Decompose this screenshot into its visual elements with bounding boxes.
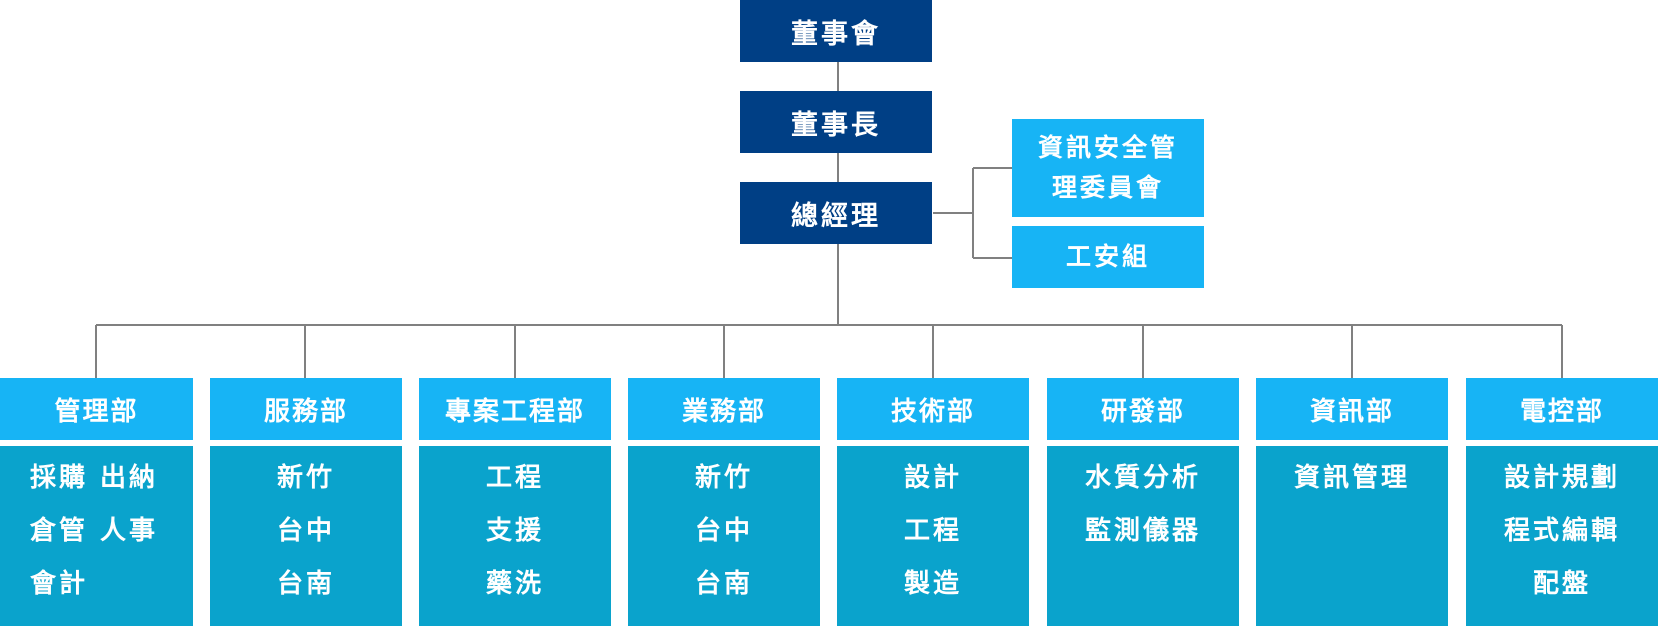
infosec-committee-box: 資訊安全管 理委員會 (1012, 119, 1204, 217)
dept-duties: 採購 出納 倉管 人事 會計 (0, 446, 193, 626)
dept-duties: 設計規劃 程式編輯 配盤 (1466, 446, 1658, 626)
duty-item: 設計 (903, 463, 962, 493)
duty-item: 倉管 人事 (30, 516, 159, 546)
dept-name: 服務部 (263, 396, 348, 427)
duty-item: 藥洗 (485, 569, 544, 599)
dept-duties: 設計 工程 製造 (837, 446, 1029, 626)
dept-name: 技術部 (890, 396, 975, 427)
dept-name: 業務部 (681, 396, 766, 427)
dept-duties: 新竹 台中 台南 (210, 446, 402, 626)
duty-item: 資訊管理 (1293, 463, 1410, 493)
infosec-committee-label-line1: 資訊安全管 (1037, 133, 1178, 162)
dept-header: 電控部 (1466, 378, 1658, 440)
general-manager-label: 總經理 (791, 200, 881, 232)
duty-item: 台南 (276, 569, 335, 599)
safety-group-label: 工安組 (1065, 242, 1150, 271)
dept-header: 服務部 (210, 378, 402, 440)
dept-name: 專案工程部 (444, 396, 585, 427)
dept-duties: 工程 支援 藥洗 (419, 446, 611, 626)
duty-item: 監測儀器 (1084, 516, 1201, 546)
dept-header: 業務部 (628, 378, 820, 440)
dept-name: 電控部 (1519, 396, 1604, 427)
dept-header: 專案工程部 (419, 378, 611, 440)
dept-header: 技術部 (837, 378, 1029, 440)
chairman-box: 董事長 (740, 91, 932, 153)
duty-item: 程式編輯 (1503, 516, 1620, 546)
dept-header: 管理部 (0, 378, 193, 440)
board-of-directors-label: 董事會 (791, 18, 881, 50)
duty-item: 支援 (485, 516, 544, 546)
dept-name: 研發部 (1100, 396, 1185, 427)
duty-item: 配盤 (1532, 569, 1591, 599)
general-manager-box: 總經理 (740, 182, 932, 244)
duty-item: 新竹 (276, 463, 335, 493)
duty-item: 設計規劃 (1503, 463, 1620, 493)
dept-name: 資訊部 (1309, 396, 1394, 427)
duty-item: 採購 出納 (30, 463, 159, 493)
duty-item: 水質分析 (1084, 463, 1201, 493)
chairman-label: 董事長 (791, 109, 881, 141)
duty-item: 工程 (903, 516, 962, 546)
duty-item: 台中 (276, 516, 335, 546)
dept-name: 管理部 (54, 396, 139, 427)
duty-item: 會計 (30, 569, 89, 599)
infosec-committee-label-line2: 理委員會 (1051, 173, 1164, 202)
dept-duties: 水質分析 監測儀器 (1047, 446, 1239, 626)
duty-item: 台中 (694, 516, 753, 546)
dept-duties: 新竹 台中 台南 (628, 446, 820, 626)
board-of-directors-box: 董事會 (740, 0, 932, 62)
duty-item: 製造 (903, 569, 962, 599)
duty-item: 工程 (485, 463, 544, 493)
safety-group-box: 工安組 (1012, 226, 1204, 288)
dept-header: 資訊部 (1256, 378, 1448, 440)
dept-duties: 資訊管理 (1256, 446, 1448, 626)
duty-item: 台南 (694, 569, 753, 599)
dept-header: 研發部 (1047, 378, 1239, 440)
duty-item: 新竹 (694, 463, 753, 493)
